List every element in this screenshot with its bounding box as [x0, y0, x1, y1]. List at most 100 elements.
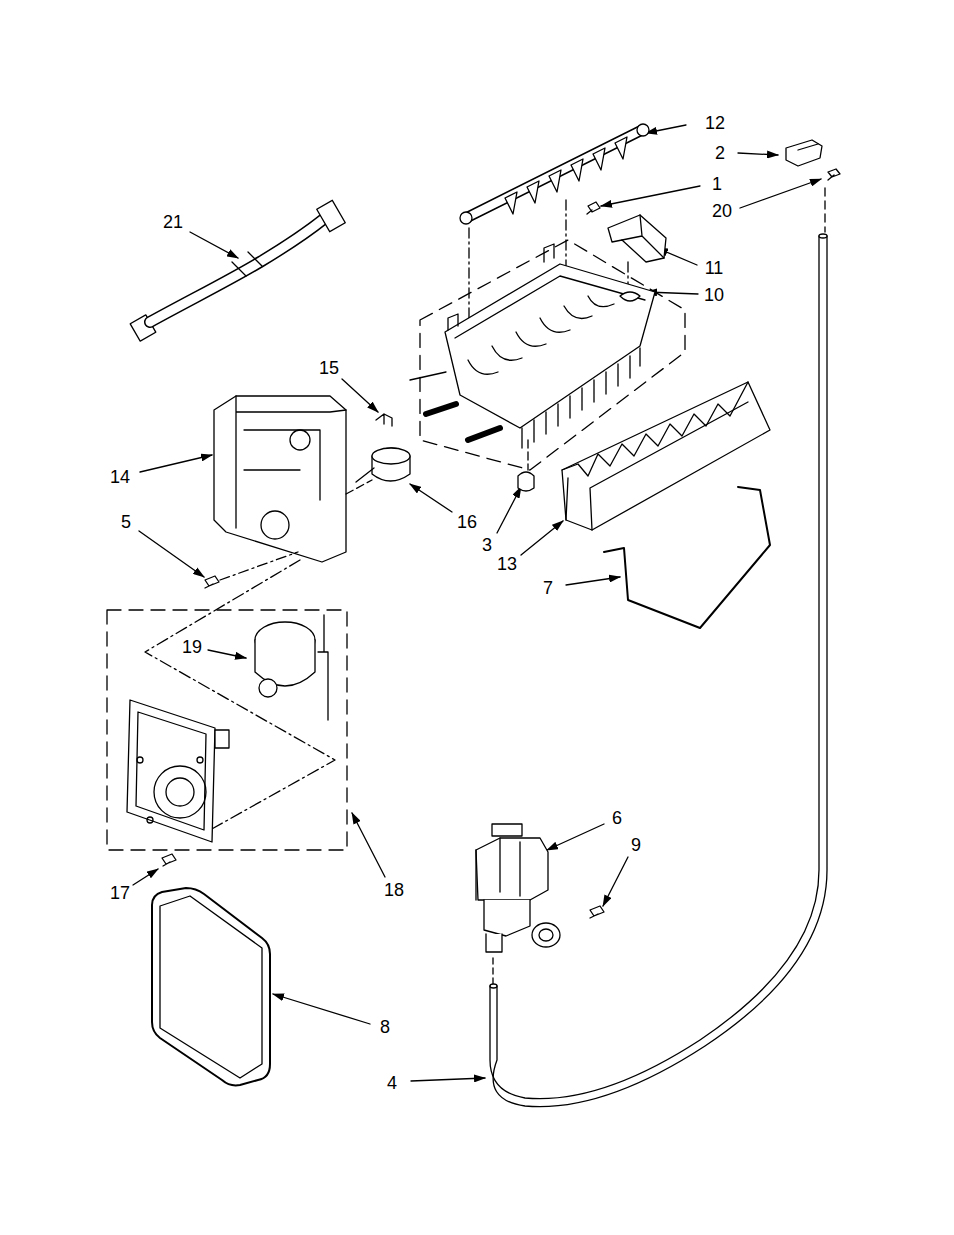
leader-lines: [342, 379, 378, 412]
leader-lines: [521, 521, 563, 555]
wire-harness: [232, 252, 262, 276]
thermostat: [372, 448, 410, 464]
water-tube: [490, 236, 819, 1099]
callout-number: 19: [181, 637, 203, 657]
ice-mold: [522, 348, 640, 448]
callout-number: 18: [383, 880, 405, 900]
callout-number: 1: [711, 174, 723, 194]
callout-number: 8: [379, 1017, 391, 1037]
motor-assembly: [127, 700, 215, 842]
ejector-shaft: [637, 124, 649, 136]
motor-assembly: [147, 817, 153, 823]
water-tube: [493, 236, 827, 1107]
mold-cover: [608, 215, 666, 262]
ice-mold: [455, 276, 645, 338]
screw: [205, 576, 219, 588]
ejector-shaft: [571, 159, 583, 181]
wire-arm: [604, 487, 770, 628]
control-housing: [261, 511, 289, 539]
control-housing: [214, 396, 346, 562]
callout-number: 5: [120, 512, 132, 532]
wire-arm: [604, 487, 770, 628]
screw: [162, 854, 176, 866]
control-housing: [236, 396, 346, 528]
motor-assembly: [259, 679, 277, 697]
thermostat: [356, 414, 410, 482]
ejector-shaft: [549, 170, 561, 192]
ice-mold: [448, 244, 554, 330]
ejector-shaft: [527, 181, 539, 203]
callout-number: 4: [386, 1073, 398, 1093]
small-hardware: [587, 202, 600, 214]
water-valve: [484, 900, 530, 936]
mold-cover: [622, 215, 664, 258]
ejector-shaft: [466, 130, 642, 218]
thermostat: [356, 468, 374, 482]
leader-lines: [603, 857, 628, 906]
stripper: [562, 382, 770, 530]
leader-lines: [411, 1078, 485, 1081]
motor-assembly: [107, 560, 347, 850]
wire-harness: [150, 218, 325, 322]
mold-cover: [608, 215, 666, 262]
stripper: [566, 402, 748, 530]
callout-number: 16: [456, 512, 478, 532]
small-hardware: [786, 140, 822, 166]
cover: [160, 896, 262, 1078]
water-tube: [490, 984, 497, 988]
callout-number: 9: [630, 835, 642, 855]
stripper: [562, 382, 770, 530]
motor-assembly: [215, 730, 229, 748]
callout-number: 11: [704, 258, 725, 278]
motor-assembly: [197, 757, 203, 763]
small-hardware: [565, 200, 566, 270]
wire-harness: [150, 218, 325, 322]
leader-lines: [352, 813, 385, 877]
water-valve: [492, 958, 493, 984]
water-tube: [490, 234, 827, 1107]
thermostat: [376, 414, 392, 426]
ejector-shaft: [460, 212, 472, 224]
small-hardware: [468, 228, 469, 330]
callout-number: 12: [704, 113, 726, 133]
leader-lines: [410, 484, 452, 512]
callout-number: 13: [496, 554, 518, 574]
callout-number: 6: [611, 808, 623, 828]
ice-mold: [426, 404, 456, 414]
leader-lines: [208, 650, 246, 658]
leader-lines: [566, 577, 620, 585]
cover: [152, 888, 270, 1085]
ice-mold: [468, 296, 614, 374]
water-valve: [532, 923, 560, 947]
small-hardware: [824, 188, 825, 232]
callout-number: 10: [703, 285, 725, 305]
ejector-shaft: [615, 137, 627, 159]
control-housing: [290, 430, 310, 450]
motor-assembly: [154, 766, 206, 818]
ejector-shaft: [466, 130, 642, 218]
leader-lines: [547, 824, 604, 850]
clip: [518, 472, 534, 491]
water-valve: [492, 824, 522, 836]
motor-assembly: [136, 712, 206, 830]
callout-number: 2: [714, 143, 726, 163]
clip: [518, 440, 534, 491]
leader-lines: [601, 186, 700, 206]
ejector-shaft: [460, 124, 649, 224]
leader-lines: [139, 531, 204, 577]
leader-lines: [740, 179, 821, 208]
control-housing: [346, 480, 372, 494]
leader-lines: [497, 487, 521, 533]
motor-assembly: [255, 640, 315, 686]
leader-lines: [133, 869, 158, 885]
leader-lines: [190, 232, 238, 258]
motor-assembly: [318, 615, 328, 720]
callout-number: 14: [109, 467, 131, 487]
water-valve: [539, 929, 553, 941]
callout-number: 21: [162, 212, 184, 232]
water-valve: [590, 906, 604, 918]
control-housing: [244, 430, 320, 500]
callout-number: 7: [542, 578, 554, 598]
